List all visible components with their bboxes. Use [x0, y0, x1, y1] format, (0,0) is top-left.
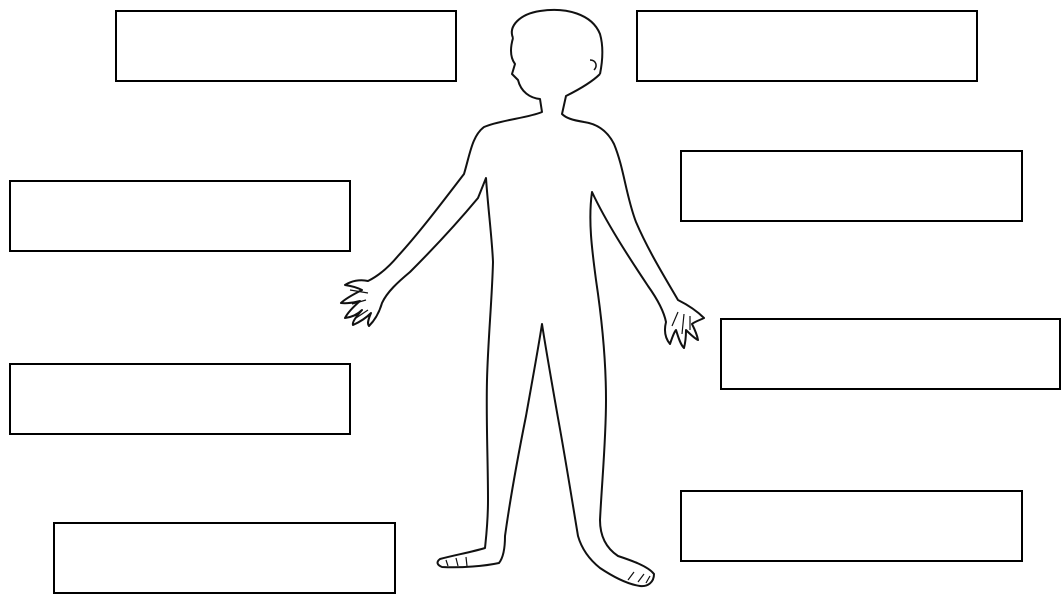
label-box-2[interactable] [636, 10, 978, 82]
label-box-8[interactable] [680, 490, 1023, 562]
body-silhouette [341, 38, 704, 586]
label-box-5[interactable] [9, 363, 351, 435]
label-box-3[interactable] [9, 180, 351, 252]
label-box-4[interactable] [680, 150, 1023, 222]
label-box-7[interactable] [53, 522, 396, 594]
ear-detail [590, 60, 596, 70]
label-box-1[interactable] [115, 10, 457, 82]
label-box-6[interactable] [720, 318, 1061, 390]
